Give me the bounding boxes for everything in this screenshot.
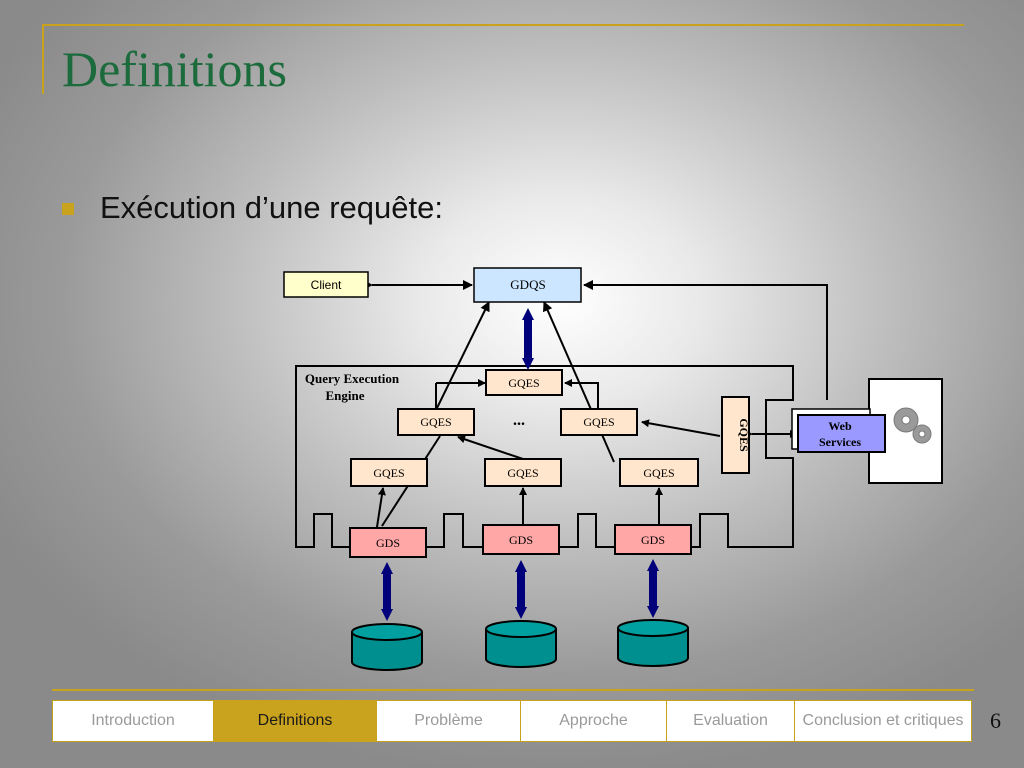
bullet-square-icon (62, 203, 74, 215)
web-services-label-line2: Services (819, 435, 861, 449)
gds-left-label: GDS (376, 536, 400, 550)
gds-db-left-arrow (381, 562, 393, 621)
gds-db-mid-arrow (515, 560, 527, 619)
client-box (283, 271, 369, 298)
gqes-left-to-gdqs-arrow (436, 301, 490, 409)
nav-tab-probleme[interactable]: Problème (377, 701, 521, 741)
footer-rule (52, 689, 974, 691)
database-right-icon (617, 619, 689, 667)
client-label: Client (311, 278, 342, 292)
gds-left-gqes-arrow (371, 487, 386, 535)
web-services-to-gdqs-line (583, 280, 828, 400)
title-top-rule (42, 24, 964, 26)
gds-db-right-arrow (647, 559, 659, 618)
gdqs-box (473, 267, 582, 303)
gdqs-gqes-data-arrow (522, 308, 534, 370)
gds-left-box (349, 527, 427, 558)
gqes-bottom-mid-label: GQES (507, 466, 538, 480)
gqes-top-box (485, 369, 563, 396)
gqes-top-label: GQES (508, 376, 539, 390)
gqes-right-label: GQES (583, 415, 614, 429)
gqes-far-to-right-arrow (641, 419, 721, 437)
page-number: 6 (990, 708, 1001, 733)
nav-tab-evaluation[interactable]: Evaluation (667, 701, 795, 741)
database-mid-icon (485, 620, 557, 668)
gqes-vertical-box (721, 396, 750, 474)
gqes-bottom-mid-box (484, 458, 562, 487)
nav-tab-approche[interactable]: Approche (521, 701, 667, 741)
gdqs-label: GDQS (510, 277, 545, 292)
gqes-top-arrow-right (564, 379, 599, 409)
web-services-box (797, 414, 886, 453)
gqes-vertical-label: GQES (737, 418, 751, 452)
gds-mid-label: GDS (509, 533, 533, 547)
gds-right-box (614, 524, 692, 555)
database-left-icon (351, 623, 423, 671)
gds-mid-box (482, 524, 560, 555)
query-execution-engine-outline (295, 365, 794, 548)
gqes-bottom-left-box (350, 458, 428, 487)
web-services-label-line1: Web (828, 419, 852, 433)
nav-tab-definitions[interactable]: Definitions (214, 701, 377, 741)
gqes-left-box (397, 408, 475, 436)
qee-label-line2: Engine (325, 388, 364, 403)
gqes-bottom-left-label: GQES (373, 466, 404, 480)
gds-right-label: GDS (641, 533, 665, 547)
nav-tab-conclusion[interactable]: Conclusion et critiques (802, 712, 964, 729)
gears-icon (893, 407, 932, 444)
gqes-left-label: GQES (420, 415, 451, 429)
qee-label-line1: Query Execution (305, 371, 400, 386)
section-navbar: Introduction Definitions Problème Approc… (52, 700, 972, 742)
gqes-right-box (560, 408, 638, 436)
gqes-bottom-right-box (619, 458, 699, 487)
slide-title: Definitions (62, 41, 287, 97)
title-left-rule (42, 24, 44, 94)
nav-tab-introduction[interactable]: Introduction (53, 701, 214, 741)
gqes-bottom-right-label: GQES (643, 466, 674, 480)
bullet-text: Exécution d’une requête: (100, 190, 443, 225)
ellipsis-label: ... (513, 412, 525, 429)
gqes-mid-to-left-arrow (457, 435, 524, 460)
